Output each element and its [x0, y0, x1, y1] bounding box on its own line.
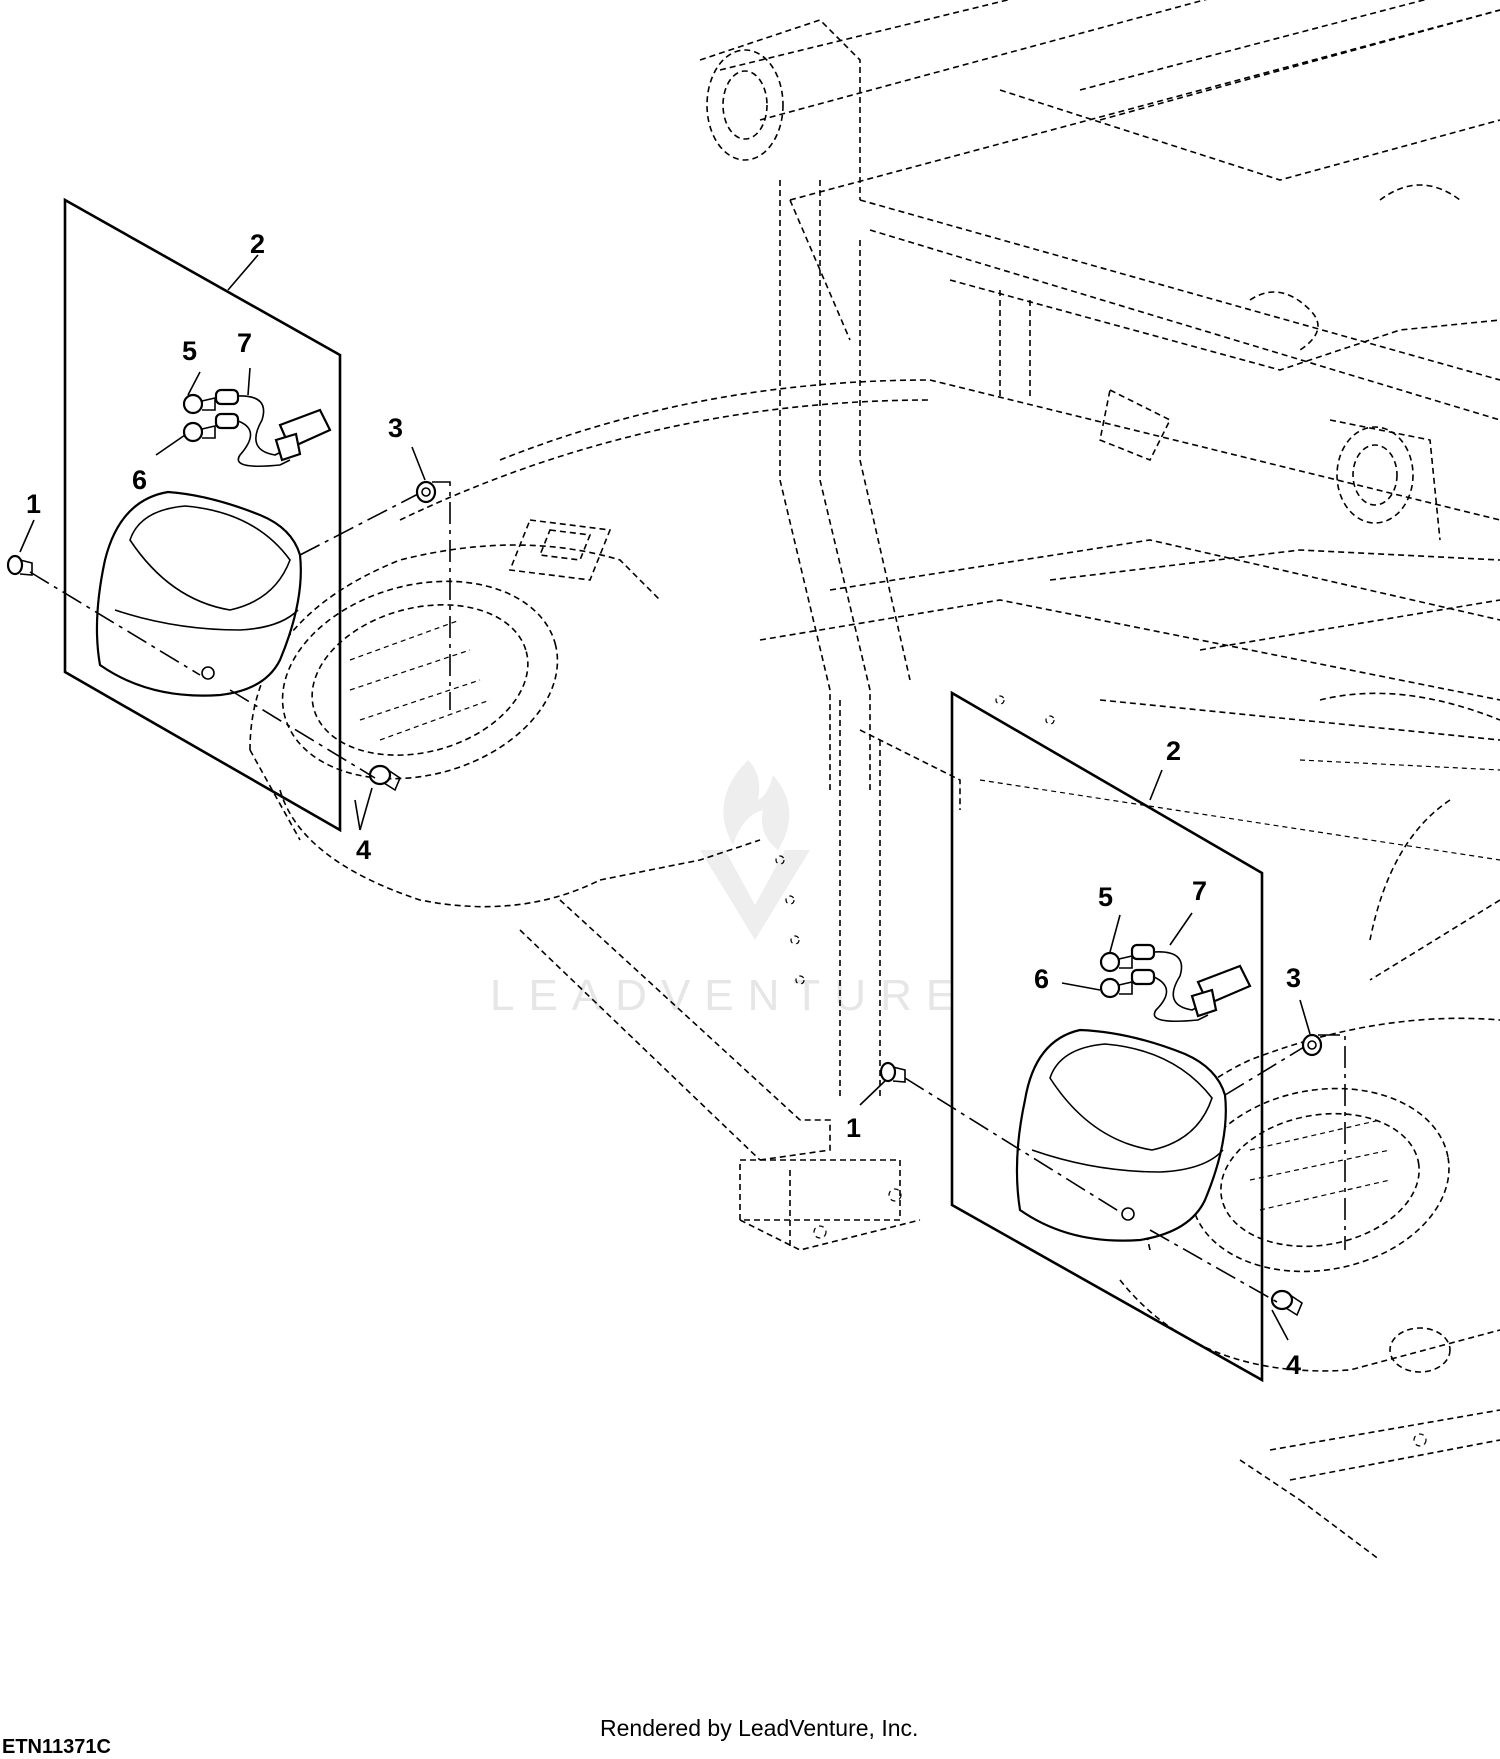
left-screw	[6, 554, 33, 576]
left-light-housing	[95, 490, 302, 697]
right-callout-6: 6	[1034, 964, 1049, 994]
render-credit: Rendered by LeadVenture, Inc.	[600, 1715, 919, 1741]
left-bulb-6	[182, 421, 216, 443]
left-assembly-panel	[63, 197, 342, 833]
right-callout-5: 5	[1098, 882, 1113, 912]
right-callout-3: 3	[1286, 963, 1301, 993]
vehicle-frame-phantom	[249, 0, 1500, 1561]
right-wiring-harness	[1130, 943, 1252, 1023]
right-callout-2: 2	[1166, 736, 1181, 766]
right-callout-1: 1	[846, 1113, 861, 1143]
right-callout-7: 7	[1192, 876, 1207, 906]
left-wiring-harness	[214, 388, 332, 468]
right-bulb-5	[1099, 951, 1133, 973]
right-light-housing	[1015, 1028, 1227, 1242]
right-callout-4: 4	[1286, 1350, 1301, 1380]
left-callout-3: 3	[388, 413, 403, 443]
left-washer	[415, 480, 437, 504]
left-callout-1: 1	[26, 489, 41, 519]
left-light-assembly: 1 2 3 4 5 6 7	[6, 197, 451, 865]
left-callout-4: 4	[356, 835, 371, 865]
left-callout-7: 7	[237, 328, 252, 358]
left-bulb-5	[182, 393, 216, 415]
left-callout-2: 2	[250, 229, 265, 259]
right-bulb-6	[1099, 977, 1133, 999]
watermark: LEADVENTURE	[490, 760, 969, 1020]
figure-id-label: ETN11371C	[2, 1736, 111, 1758]
left-callout-6: 6	[132, 465, 147, 495]
watermark-text: LEADVENTURE	[490, 971, 969, 1020]
right-washer	[1301, 1033, 1323, 1057]
right-nut	[1270, 1289, 1303, 1317]
right-light-assembly: 1 2 3 4 5 6 7	[846, 690, 1346, 1383]
right-screw	[879, 1061, 906, 1083]
right-assembly-panel	[950, 690, 1264, 1383]
left-callout-5: 5	[182, 336, 197, 366]
